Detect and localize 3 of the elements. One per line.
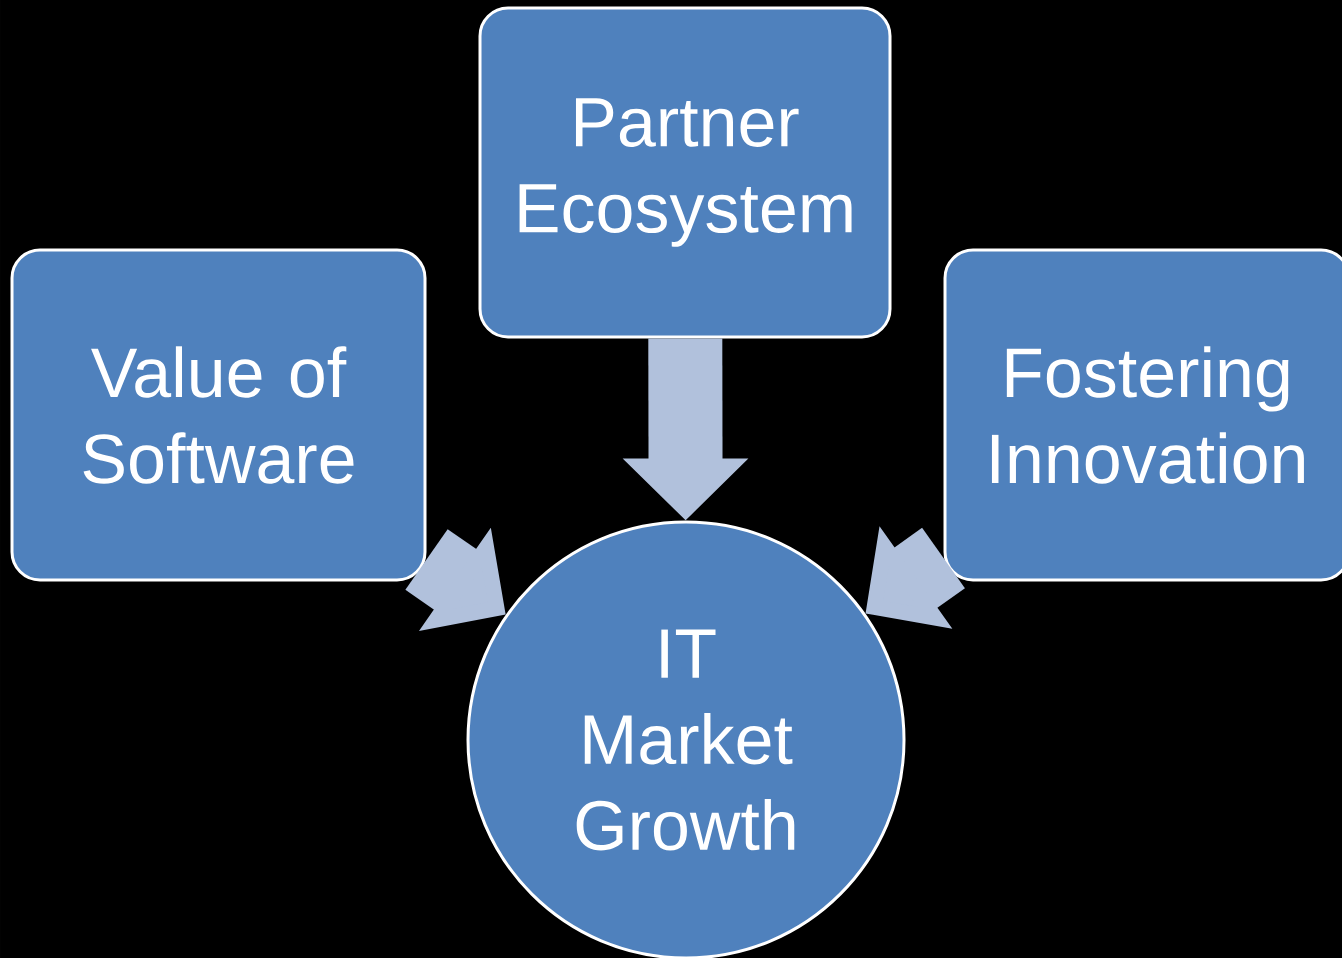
process-box: Value of Software (10, 248, 427, 582)
process-box: Fostering Innovation (943, 248, 1342, 582)
process-box: Partner Ecosystem (478, 6, 892, 339)
